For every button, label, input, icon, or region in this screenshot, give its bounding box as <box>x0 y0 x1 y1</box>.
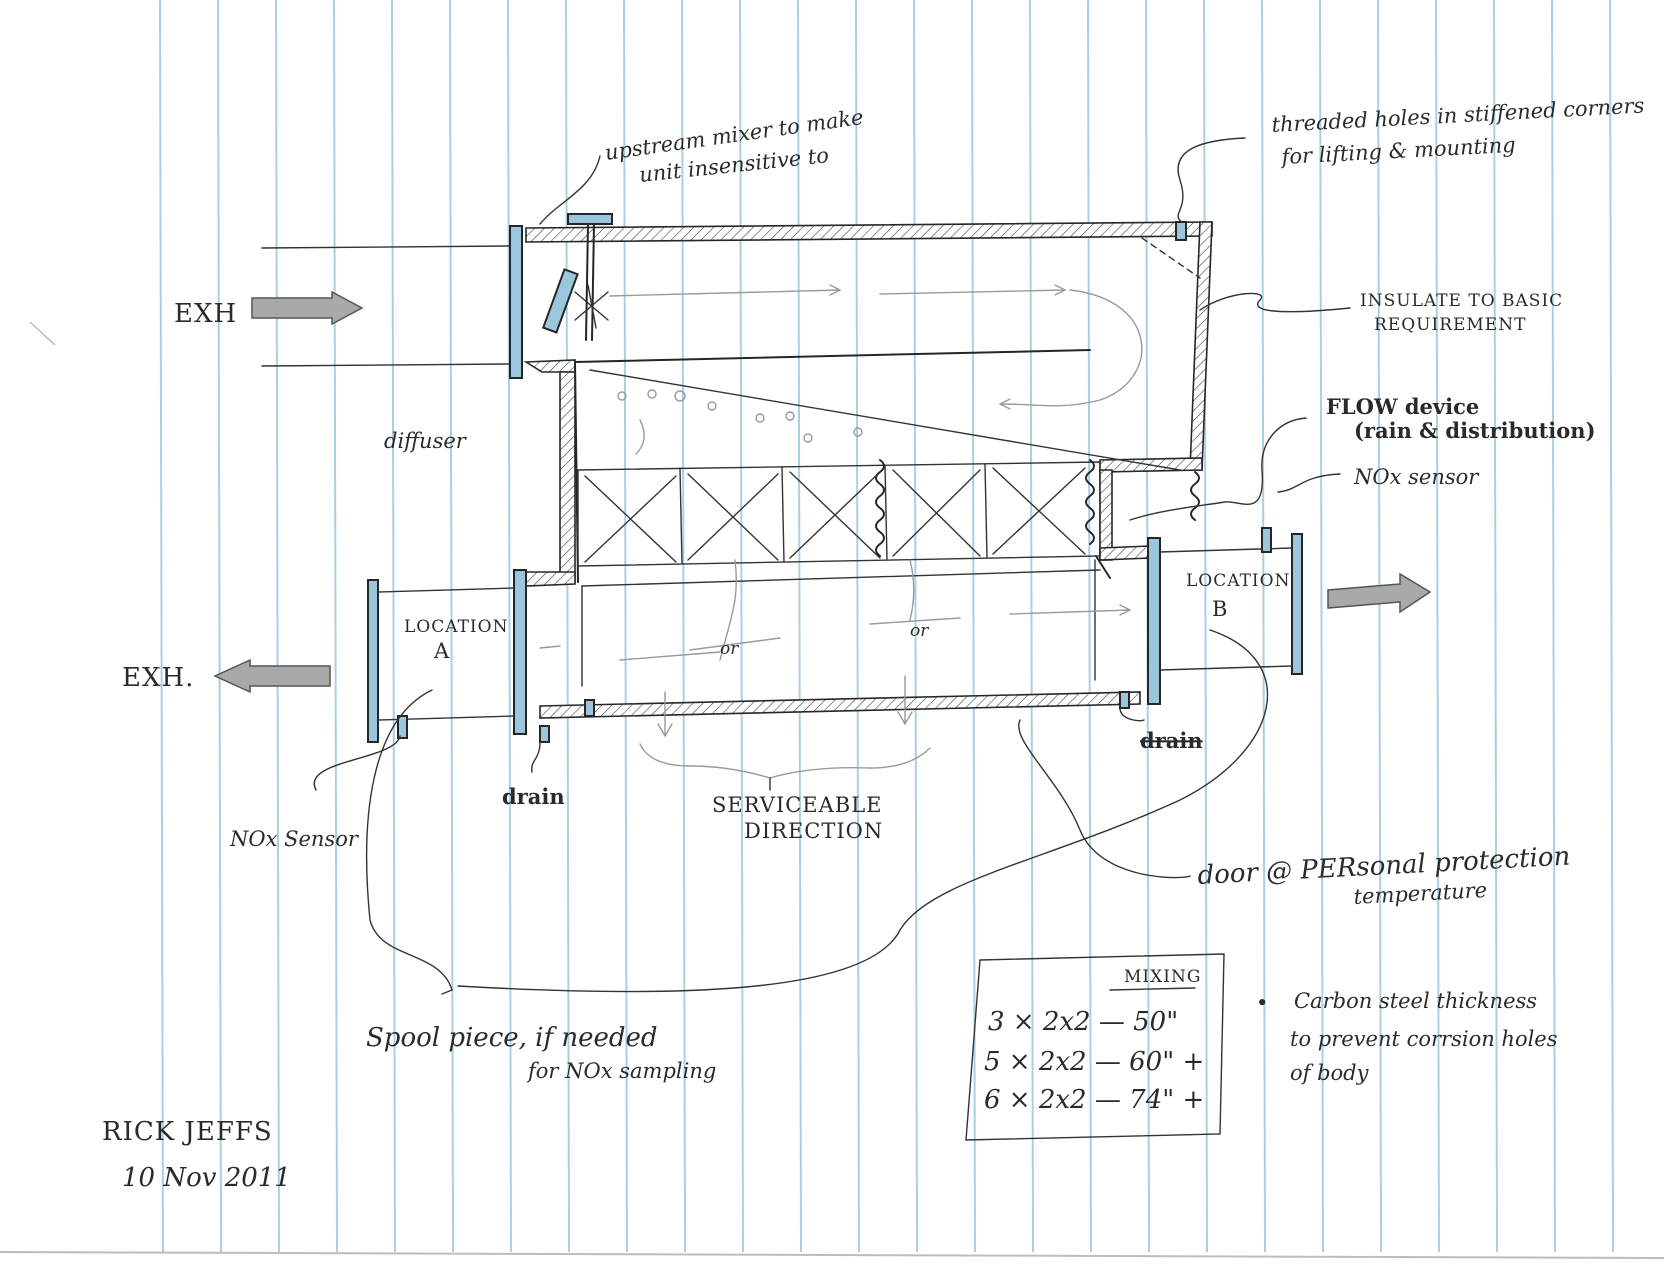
paper-bottom-edge <box>0 1251 1664 1259</box>
right-lower-step <box>1099 545 1151 561</box>
inlet-arrow <box>251 290 364 326</box>
outlet-right-arrow <box>1327 572 1432 614</box>
paper-rule-line <box>449 0 454 1253</box>
left-vertical-wall <box>559 371 576 583</box>
right-wall <box>1189 221 1213 471</box>
mixing-row-2: 5 × 2x2 — 60" + <box>984 1047 1204 1077</box>
paper-rule-line <box>1029 0 1034 1253</box>
label-holes-2: for lifting & mounting <box>1279 133 1516 169</box>
perforated-plate <box>589 369 1181 471</box>
note-line-2: to prevent corrsion holes <box>1290 1027 1558 1051</box>
paper-rule-line <box>159 0 164 1253</box>
nox-sensor-a-port <box>397 715 408 739</box>
label-diffuser: diffuser <box>384 429 468 453</box>
upper-mixing-chamber <box>525 221 1213 473</box>
inlet-pipe <box>261 225 523 379</box>
top-wall <box>525 221 1213 243</box>
label-insulate-1: INSULATE TO BASIC <box>1360 291 1563 311</box>
label-nox-sensor-b: NOx sensor <box>1353 465 1480 489</box>
label-exh-out: EXH. <box>122 663 194 693</box>
paper-rule-line <box>1377 0 1382 1253</box>
location-b-spool <box>1119 527 1303 709</box>
paper-rule-line <box>971 0 976 1253</box>
label-or-2: or <box>910 621 929 641</box>
flow-path <box>539 284 1143 661</box>
note-bullet: • <box>1256 991 1268 1015</box>
note-line-1: Carbon steel thickness <box>1294 989 1537 1013</box>
paper-rule-line <box>565 0 570 1253</box>
mixing-row-1: 3 × 2x2 — 50" <box>988 1007 1178 1037</box>
flange-b-inner <box>1147 537 1161 705</box>
paper-rule-line <box>1435 0 1440 1253</box>
paper-rule-line <box>1319 0 1324 1253</box>
inlet-flange <box>509 225 523 379</box>
corner-gusset <box>1141 237 1201 279</box>
outlet-left-arrow <box>213 658 331 694</box>
label-exh-in: EXH <box>174 299 237 329</box>
label-serviceable-2: DIRECTION <box>744 819 883 843</box>
signature-date: 10 Nov 2011 <box>122 1163 291 1193</box>
drain-right-port <box>1119 691 1130 709</box>
label-spool-1: Spool piece, if needed <box>366 1023 658 1053</box>
label-serviceable-1: SERVICEABLE <box>712 793 883 817</box>
drain-left-port <box>539 725 550 743</box>
mixing-title: MIXING <box>1124 967 1201 987</box>
paper-rule-line <box>1551 0 1556 1253</box>
label-insulate-2: REQUIREMENT <box>1374 315 1526 335</box>
label-flow-1: FLOW device <box>1326 394 1479 419</box>
label-location-b-1: LOCATION <box>1186 571 1290 591</box>
paper-rule-line <box>1087 0 1092 1253</box>
label-drain-left: drain <box>502 784 565 809</box>
paper-rule-line <box>333 0 338 1253</box>
left-step-wall <box>523 359 576 373</box>
mixing-row-3: 6 × 2x2 — 74" + <box>984 1085 1204 1115</box>
label-door-2: temperature <box>1353 878 1488 909</box>
baffle <box>574 349 1091 363</box>
scan-mark <box>29 321 56 346</box>
lower-plenum <box>539 559 1141 719</box>
lifting-lug <box>1175 221 1187 241</box>
paper-rule-line <box>1203 0 1208 1253</box>
label-location-a-2: A <box>433 639 450 663</box>
paper-rule-line <box>681 0 686 1253</box>
label-or-1: or <box>720 639 739 659</box>
flange-a-inner <box>513 569 527 735</box>
paper-rule-line <box>623 0 628 1253</box>
paper-rule-line <box>507 0 512 1253</box>
left-lower-step <box>525 571 576 587</box>
upstream-mixer <box>541 213 613 341</box>
label-spool-2: for NOx sampling <box>526 1059 716 1083</box>
label-location-a-1: LOCATION <box>404 617 508 637</box>
paper-rule-line <box>1609 0 1614 1253</box>
location-a-spool <box>367 569 595 743</box>
paper-rule-line <box>855 0 860 1253</box>
paper-rule-line <box>797 0 802 1253</box>
label-location-b-2: B <box>1212 597 1228 621</box>
label-drain-right: drain <box>1140 728 1203 753</box>
flange-b-outer <box>1291 533 1303 675</box>
paper-rule-line <box>217 0 222 1253</box>
mixing-table <box>965 953 1225 1141</box>
right-inner-wall <box>1099 469 1113 561</box>
paper-rule-line <box>913 0 918 1253</box>
paper-rule-line <box>275 0 280 1253</box>
label-holes-1: threaded holes in stiffened corners <box>1271 93 1645 137</box>
drain-inner-port <box>584 699 595 717</box>
serviceable-arrows <box>639 675 931 791</box>
signature-name: RICK JEFFS <box>102 1117 273 1147</box>
label-nox-sensor-a: NOx Sensor <box>229 827 360 851</box>
leader-lines <box>313 137 1351 995</box>
flange-a-outer <box>367 579 379 743</box>
paper-rule-line <box>1261 0 1266 1253</box>
label-flow-2: (rain & distribution) <box>1354 418 1596 443</box>
paper-rule-line <box>391 0 396 1253</box>
diffuser-bubbles <box>617 389 863 455</box>
bottom-wall <box>539 691 1141 719</box>
paper-rule-line <box>739 0 744 1253</box>
nox-sensor-b-port <box>1261 527 1272 553</box>
note-line-3: of body <box>1290 1061 1370 1085</box>
paper-rule-line <box>1493 0 1498 1253</box>
